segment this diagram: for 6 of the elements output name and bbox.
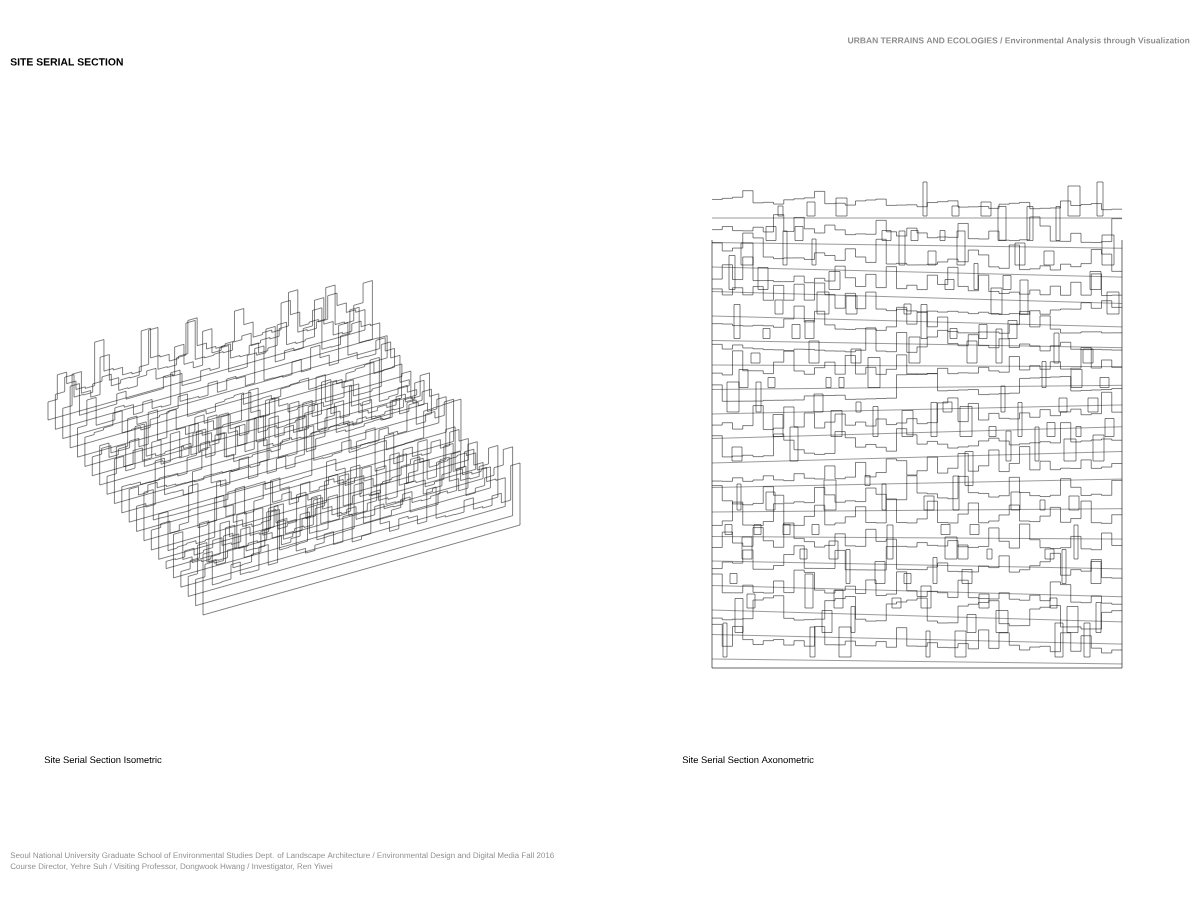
drawing-caption: Site Serial Section Isometric [44,756,162,764]
footer-text: Seoul National University Graduate School of Environmental Studies Dept. of Landscape Architecture / Environmental Design and Digital Media Fall 2016 [10,852,554,860]
drawing-caption: Site Serial Section Axonometric [682,756,814,764]
page-title: SITE SERIAL SECTION [10,58,123,66]
header-text: URBAN TERRAINS AND ECOLOGIES / Environmental Analysis through Visualization [848,37,1190,46]
footer-text: Course Director, Yehre Suh / Visiting Professor, Dongwook Hwang / Investigator, Ren Yiwei [10,863,333,871]
